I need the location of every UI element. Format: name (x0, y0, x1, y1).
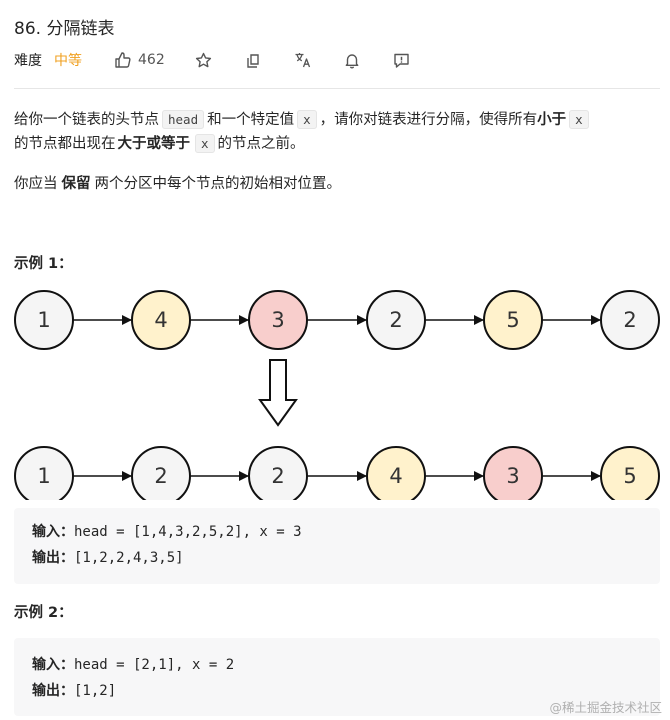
like-count: 462 (138, 52, 165, 68)
list-node (131, 290, 191, 350)
list-node-value: 3 (506, 464, 519, 488)
inline-code-x: x (195, 134, 215, 153)
linked-list-before: 1 4 3 2 5 2 (14, 290, 660, 350)
example-1-input: 输入：head = [1,4,3,2,5,2], x = 3 (32, 521, 302, 541)
example-2-title: 示例 2： (14, 605, 73, 621)
bold-keep: 保留 (61, 176, 91, 192)
output-value: [1,2,2,4,3,5] (74, 550, 184, 566)
share-button[interactable] (244, 52, 261, 69)
input-value: head = [1,4,3,2,5,2], x = 3 (74, 524, 302, 540)
input-label: 输入： (32, 524, 74, 540)
example-2-output: 输出：[1,2] (32, 680, 116, 700)
example-1-output: 输出：[1,2,2,4,3,5] (32, 547, 184, 567)
list-node-value: 4 (154, 308, 167, 332)
list-node-value: 3 (271, 308, 284, 332)
star-icon (195, 52, 211, 67)
desc-text: 的节点之前。 (217, 136, 305, 152)
list-node-value: 5 (623, 464, 636, 488)
translate-icon (295, 53, 310, 68)
feedback-icon (394, 53, 409, 68)
like-button[interactable]: 462 (114, 51, 165, 69)
problem-meta-bar: 难度 中等 462 (14, 50, 410, 70)
example-2-input: 输入：head = [2,1], x = 2 (32, 654, 234, 674)
header-divider (14, 88, 660, 89)
inline-code-x: x (297, 110, 317, 129)
example-1-title: 示例 1： (14, 256, 73, 272)
list-node (600, 290, 660, 350)
list-node-value: 2 (154, 464, 167, 488)
output-label: 输出： (32, 550, 74, 566)
list-node (483, 446, 543, 500)
list-node-value: 2 (623, 308, 636, 332)
example-1-box: 输入：head = [1,4,3,2,5,2], x = 3 输出：[1,2,2… (14, 508, 660, 584)
list-node (483, 290, 543, 350)
list-node-value: 5 (506, 308, 519, 332)
linked-list-after: 1 2 2 4 3 5 (14, 446, 660, 500)
thumbs-up-icon (115, 52, 131, 68)
bell-icon (345, 53, 359, 69)
difficulty-label: 难度 (14, 53, 42, 69)
input-value: head = [2,1], x = 2 (74, 657, 235, 673)
input-label: 输入： (32, 657, 74, 673)
list-node (248, 290, 308, 350)
feedback-button[interactable] (393, 52, 410, 69)
down-arrow-icon (258, 359, 298, 427)
example-2-box: 输入：head = [2,1], x = 2 输出：[1,2] (14, 638, 660, 716)
list-node (131, 446, 191, 500)
watermark: @稀土掘金技术社区 (549, 700, 662, 715)
description-paragraph-2: 你应当保留两个分区中每个节点的初始相对位置。 (14, 172, 341, 197)
list-node (14, 290, 74, 350)
output-label: 输出： (32, 683, 74, 699)
list-node-value: 1 (37, 308, 50, 332)
translate-button[interactable] (294, 51, 312, 69)
inline-code-head: head (162, 110, 205, 129)
favorite-button[interactable] (195, 52, 212, 69)
desc-text: 给你一个链表的头节点 (14, 112, 159, 128)
share-icon (247, 53, 259, 68)
bold-greater-equal: 大于或等于 (117, 136, 191, 152)
inline-code-x: x (569, 110, 589, 129)
list-node (248, 446, 308, 500)
example-1-diagram: 1 4 3 2 5 2 1 2 2 4 3 5 (14, 290, 660, 500)
desc-text: ，请你对链表进行分隔，使得所有 (319, 112, 538, 128)
list-node (366, 290, 426, 350)
desc-text: 你应当 (14, 176, 58, 192)
desc-text: 和一个特定值 (207, 112, 295, 128)
list-node-value: 1 (37, 464, 50, 488)
list-node-value: 2 (271, 464, 284, 488)
list-node (600, 446, 660, 500)
difficulty-value: 中等 (54, 53, 82, 69)
list-node (366, 446, 426, 500)
output-value: [1,2] (74, 683, 117, 699)
desc-text: 的节点都出现在 (14, 136, 116, 152)
list-node-value: 2 (389, 308, 402, 332)
list-node-value: 4 (389, 464, 402, 488)
subscribe-button[interactable] (344, 52, 360, 69)
desc-text: 两个分区中每个节点的初始相对位置。 (94, 176, 342, 192)
problem-title: 86. 分隔链表 (14, 19, 115, 39)
bold-less-than: 小于 (537, 112, 567, 128)
list-node (14, 446, 74, 500)
